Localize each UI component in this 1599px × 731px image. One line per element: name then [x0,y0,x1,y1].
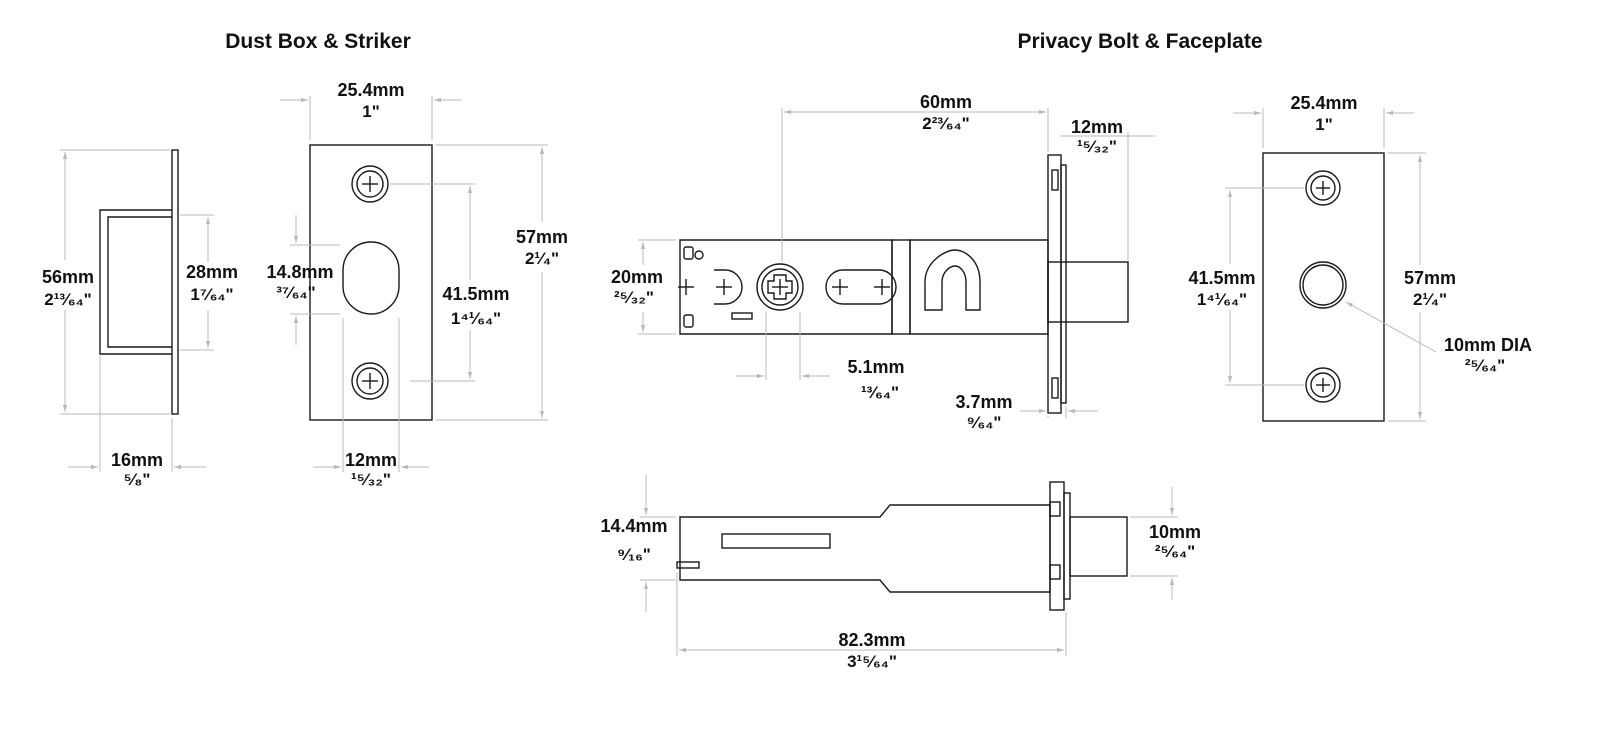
faceplate [1262,152,1385,422]
label-faceplate-hole-inch: ²⁵⁄₆₄" [1465,356,1505,375]
label-bolt-side-height-mm: 14.4mm [600,516,667,536]
label-striker-hole-mm: 14.8mm [266,262,333,282]
striker-plate [309,144,433,421]
label-bolt-throw-mm: 12mm [1071,117,1123,137]
faceplate-bottom-screw [1305,367,1341,403]
label-dust-box-height-inch: 2¹³⁄₆₄" [44,290,92,309]
striker-bottom-screw [351,362,389,400]
faceplate-top-screw [1305,170,1341,206]
label-faceplate-thickness-mm: 3.7mm [955,392,1012,412]
dust-box-profile [99,149,179,415]
label-bolt-length-inch: 3¹⁵⁄₆₄" [847,652,897,671]
label-striker-width-inch: 1" [362,102,380,121]
label-bolt-side-height-inch: ⁹⁄₁₆" [617,545,651,564]
faceplate-dimensions [1225,108,1437,422]
label-striker-width-mm: 25.4mm [337,80,404,100]
privacy-bolt-front-dimensions [638,108,1155,418]
label-striker-screws-inch: 1⁴¹⁄₆₄" [451,309,501,328]
label-striker-height-mm: 57mm [516,227,568,247]
label-striker-screws-mm: 41.5mm [442,284,509,304]
striker-bolt-hole [342,241,400,315]
label-faceplate-hole-mm: 10mm DIA [1444,335,1532,355]
label-faceplate-width-inch: 1" [1315,115,1333,134]
label-faceplate-width-mm: 25.4mm [1290,93,1357,113]
striker-top-screw [351,165,389,203]
label-bolt-body-height-inch: ²⁵⁄₃₂" [614,288,654,307]
privacy-bolt-front [678,154,1129,414]
label-bolt-spindle-mm: 5.1mm [847,357,904,377]
label-bolt-diameter-inch: ²⁵⁄₆₄" [1155,542,1195,561]
striker-dimensions [280,96,548,472]
label-striker-hole-width-inch: ¹⁵⁄₃₂" [351,470,391,489]
title-dust-box-striker: Dust Box & Striker [225,30,411,53]
label-bolt-length-mm: 82.3mm [838,630,905,650]
label-dust-box-depth-mm: 16mm [111,450,163,470]
label-bolt-throw-inch: ¹⁵⁄₃₂" [1077,137,1117,156]
privacy-bolt-side [676,481,1128,611]
label-bolt-diameter-mm: 10mm [1149,522,1201,542]
label-dust-box-depth-inch: ⁵⁄₈" [124,470,151,489]
label-faceplate-screws-mm: 41.5mm [1188,268,1255,288]
label-faceplate-screws-inch: 1⁴¹⁄₆₄" [1197,290,1247,309]
label-bolt-body-height-mm: 20mm [611,267,663,287]
faceplate-bolt-hole [1299,261,1347,309]
label-dust-box-inner-inch: 1⁷⁄₆₄" [190,285,233,304]
privacy-bolt-side-dimensions [640,475,1178,656]
title-privacy-bolt-faceplate: Privacy Bolt & Faceplate [1017,30,1262,53]
label-bolt-backset-inch: 2²³⁄₆₄" [922,114,970,133]
label-dust-box-height-mm: 56mm [42,267,94,287]
label-faceplate-height-mm: 57mm [1404,268,1456,288]
label-faceplate-height-inch: 2¹⁄₄" [1413,290,1447,309]
label-bolt-backset-mm: 60mm [920,92,972,112]
dust-box-dimensions [60,149,214,472]
label-striker-hole-inch: ³⁷⁄₆₄" [276,283,315,302]
label-striker-hole-width-mm: 12mm [345,450,397,470]
label-dust-box-inner-mm: 28mm [186,262,238,282]
label-striker-height-inch: 2¹⁄₄" [525,249,559,268]
label-bolt-spindle-inch: ¹³⁄₆₄" [861,383,899,402]
label-faceplate-thickness-inch: ⁹⁄₆₄" [967,413,1002,432]
